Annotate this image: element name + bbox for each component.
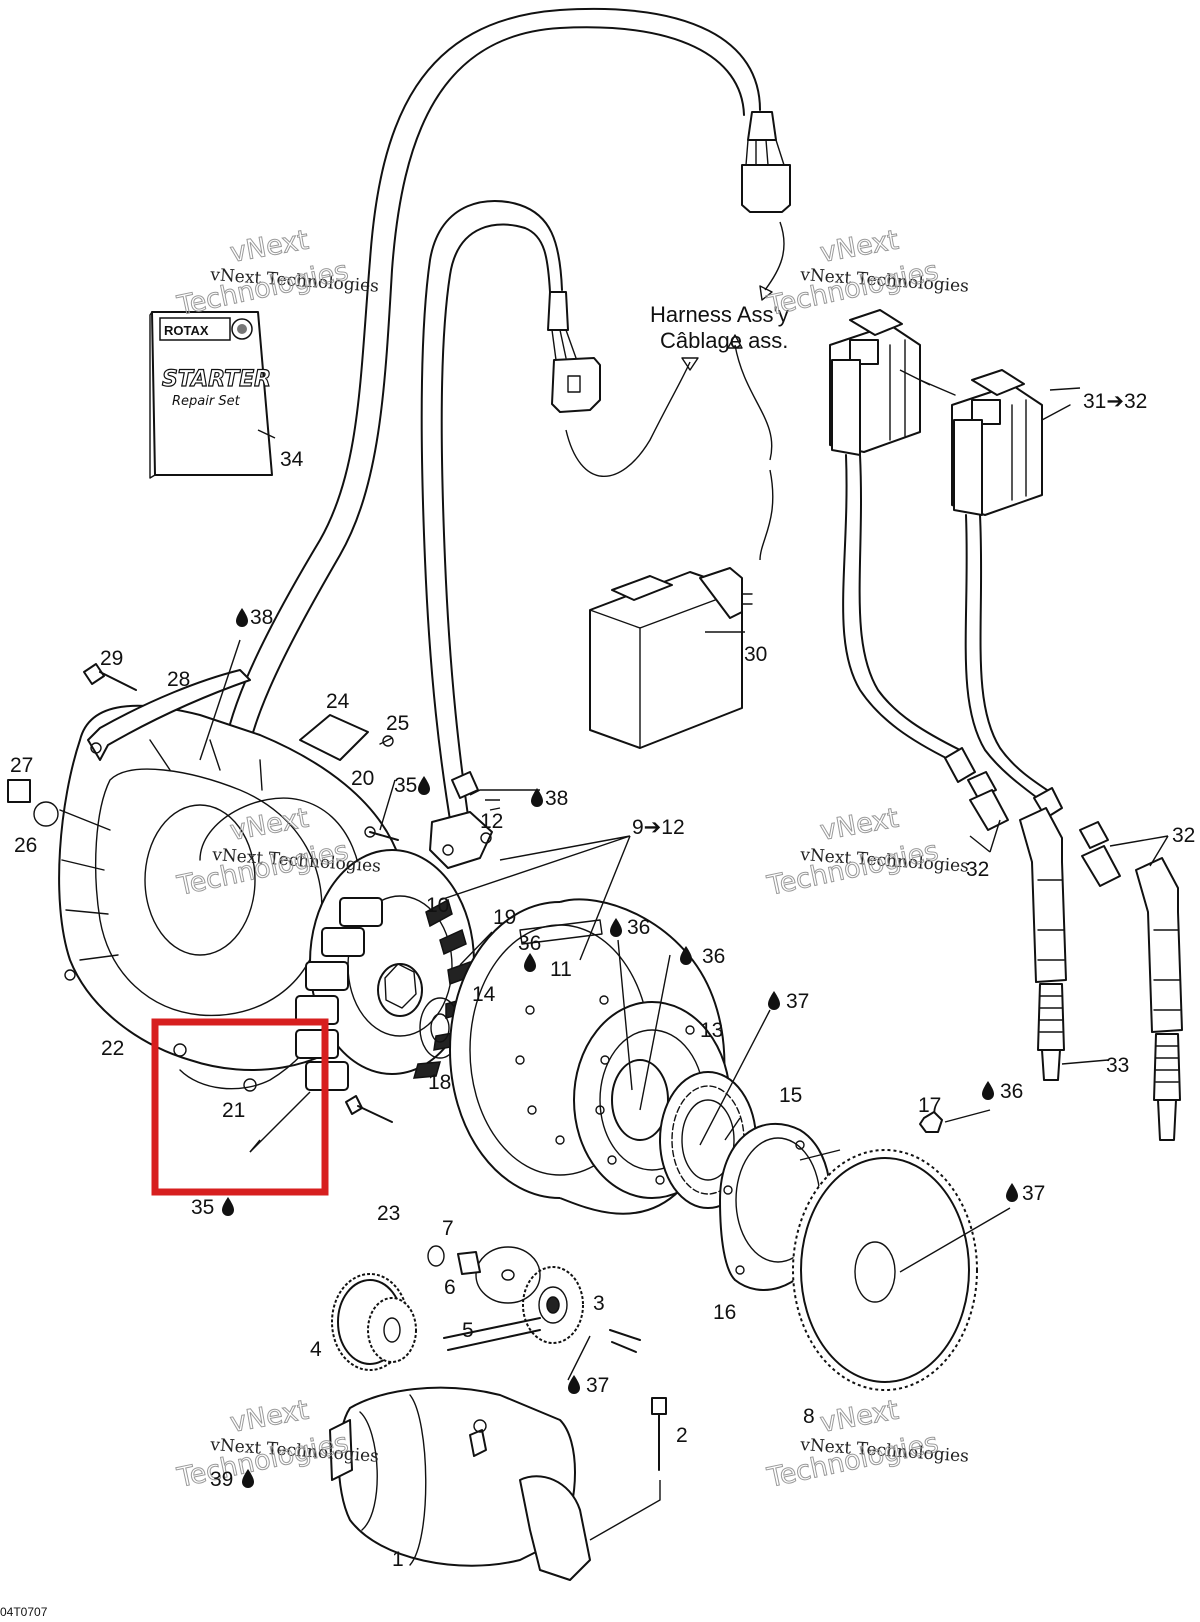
bolt [345,1095,393,1123]
svg-text:vNext: vNext [228,225,311,269]
box-brand: ROTAX [164,323,209,338]
label-29: 29 [100,647,123,670]
drop-icon [1006,1183,1018,1202]
drop-icon [236,608,248,627]
svg-text:Technologies: Technologies [764,1427,941,1494]
svg-text:vNext: vNext [818,225,901,269]
starter-repair-set-box: ROTAX STARTER Repair Set [149,311,273,479]
label-32a: 32 [966,858,989,881]
box-subtitle: Repair Set [172,394,241,409]
ring-gear [792,1149,978,1391]
label-36b: 36 [627,916,650,939]
svg-text:Technologies: Technologies [174,1427,351,1494]
label-37c: 37 [586,1374,609,1397]
nut [919,1111,943,1133]
cdi-module [589,567,753,749]
label-1: 1 [392,1548,404,1571]
label-15: 15 [779,1084,802,1107]
label-25: 25 [386,712,409,735]
label-11: 11 [550,958,572,981]
diagram-code: 04T0707 [0,1605,48,1619]
label-17: 17 [918,1094,941,1117]
label-23: 23 [377,1202,400,1225]
label-9-12: 9➔12 [632,816,685,839]
svg-text:Technologies: Technologies [174,255,351,322]
label-32b: 32 [1172,824,1195,847]
starter-drive-gears [331,1245,641,1371]
label-34: 34 [280,448,304,471]
trigger-coil [429,771,493,869]
label-37b: 37 [1022,1182,1045,1205]
drop-icon [531,788,543,807]
drop-icon [982,1081,994,1100]
label-38b: 38 [545,787,568,810]
box-title: STARTER [162,367,271,392]
label-16: 16 [713,1301,736,1324]
harness-label-line1: Harness Ass'y [650,302,789,327]
label-14: 14 [472,983,496,1006]
label-33: 33 [1106,1054,1129,1077]
part-labels: 1 2 3 4 5 6 7 8 9➔12 10 11 12 13 14 15 1… [10,390,1195,1571]
bolt [364,826,399,841]
cover-bracket [299,714,394,761]
label-7: 7 [442,1217,454,1240]
harness-label-line2: Câblage ass. [660,328,788,353]
starter-motor [329,1386,591,1581]
label-20: 20 [351,767,374,790]
svg-text:vNext: vNext [228,1395,311,1439]
label-13: 13 [700,1019,723,1042]
bracket [87,669,251,761]
watermark: vNext vNext Technologies Technologies vN… [174,224,970,1494]
label-18: 18 [428,1071,451,1094]
label-36d: 36 [1000,1080,1023,1103]
label-35b: 35 [191,1196,214,1219]
leader-lines [199,369,1169,1541]
label-3: 3 [593,1292,605,1315]
drop-icon [222,1197,234,1216]
spark-plug-caps [967,771,1183,1033]
label-39: 39 [210,1468,233,1491]
label-37a: 37 [786,990,809,1013]
harness-wires [220,8,791,833]
svg-text:vNext: vNext [818,1395,901,1439]
bolt [83,663,137,691]
svg-text:Technologies: Technologies [764,835,941,902]
label-22: 22 [101,1037,124,1060]
label-26: 26 [14,834,37,857]
label-5: 5 [462,1319,474,1342]
label-27: 27 [10,754,33,777]
label-8: 8 [803,1405,815,1428]
svg-text:vNext: vNext [818,803,901,847]
label-30: 30 [744,643,767,666]
label-28: 28 [167,668,190,691]
label-4: 4 [310,1338,322,1361]
svg-text:Technologies: Technologies [764,255,941,322]
ignition-coils [829,309,1071,819]
label-36a: 36 [518,932,541,955]
label-31-32: 31➔32 [1083,390,1147,413]
bolt [651,1397,667,1471]
label-24: 24 [326,690,350,713]
drop-icon [768,991,780,1010]
highlight-box [151,1018,329,1196]
label-6: 6 [444,1276,456,1299]
drain-plug [7,779,59,827]
label-19: 19 [493,906,516,929]
label-2: 2 [676,1424,688,1447]
drop-icon [418,776,430,795]
label-10: 10 [426,894,449,917]
label-12: 12 [480,810,503,833]
label-21: 21 [222,1099,245,1122]
label-35a: 35 [394,774,417,797]
spark-plugs [1037,983,1181,1141]
label-38a: 38 [250,606,273,629]
label-36c: 36 [702,945,725,968]
